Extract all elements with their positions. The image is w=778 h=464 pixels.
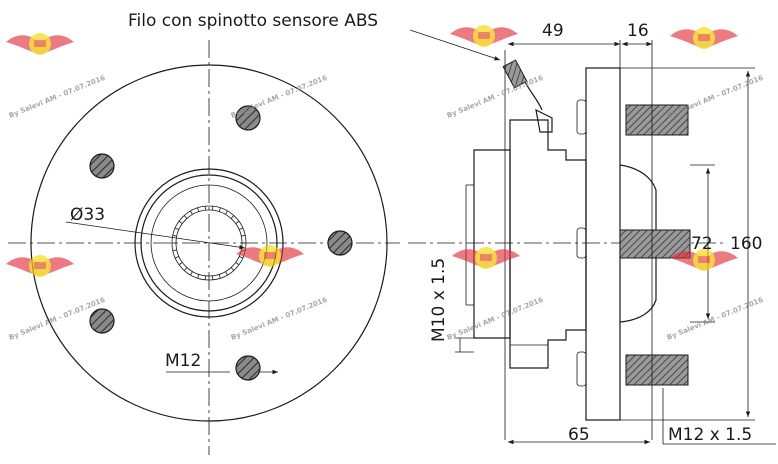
spline-tooth — [172, 234, 177, 237]
front-stud-hole-5 — [89, 308, 115, 334]
front-stud-hole-1 — [89, 153, 115, 179]
spline-tooth — [190, 210, 193, 215]
bore-diameter-label: Ø33 — [70, 205, 105, 225]
watermark-text: By Salevi AM - 07.07.2016 — [230, 74, 329, 120]
spline-tooth — [175, 227, 180, 230]
spline-tooth — [235, 220, 240, 224]
dim-m10-label: M10 x 1.5 — [429, 258, 449, 342]
side-stud-mid — [619, 229, 691, 259]
sensor-note-label: Filo con spinotto sensore ABS — [128, 11, 378, 31]
bearing-housing — [509, 119, 587, 369]
knuckle-mount — [473, 149, 511, 339]
sensor-note-leader — [409, 29, 501, 61]
spline-tooth — [230, 267, 235, 271]
bore-diameter-leader — [65, 221, 246, 250]
abs-sensor-cable — [523, 79, 543, 111]
abs-connector-plug — [502, 59, 528, 89]
front-stud-hole-4 — [235, 355, 261, 381]
spline-tooth — [197, 207, 200, 212]
spline-tooth — [183, 215, 188, 219]
front-view: Ø33 M12 — [8, 40, 400, 455]
front-stud-hole-3 — [327, 230, 353, 256]
dim-16-label: 16 — [627, 21, 649, 41]
spline-tooth — [241, 234, 246, 237]
spline-tooth — [225, 271, 228, 276]
spline-tooth — [178, 262, 183, 266]
spline-tooth — [225, 210, 228, 215]
watermark-logo — [670, 249, 738, 271]
flange-boss-bottom — [576, 351, 587, 387]
watermark-logo — [6, 255, 74, 277]
watermark-logo — [236, 245, 304, 267]
outer-flange-circle — [30, 64, 388, 422]
spline-tooth — [230, 215, 235, 219]
front-stud-thread-label: M12 — [165, 351, 201, 371]
watermark-text: By Salevi AM - 07.07.2016 — [446, 74, 545, 120]
watermark-layer: By Salevi AM - 07.07.2016 By Salevi AM -… — [6, 25, 764, 342]
side-stud-thread-label: M12 x 1.5 — [668, 425, 752, 445]
spline-tooth — [218, 207, 221, 212]
spline-tooth — [183, 267, 188, 271]
spline-tooth — [190, 271, 193, 276]
side-stud-top — [625, 104, 689, 136]
spline-tooth — [218, 274, 221, 279]
watermark-logo — [6, 33, 74, 55]
watermark-text: By Salevi AM - 07.07.2016 — [230, 296, 329, 342]
hub-inner-circle — [150, 184, 268, 302]
spline-tooth — [197, 274, 200, 279]
dim-65-label: 65 — [568, 425, 590, 445]
watermark-logo — [450, 25, 518, 47]
watermark-text: By Salevi AM - 07.07.2016 — [446, 296, 545, 342]
watermark-text: By Salevi AM - 07.07.2016 — [8, 74, 107, 120]
watermark-text: By Salevi AM - 07.07.2016 — [666, 74, 765, 120]
front-stud-hole-2 — [235, 105, 261, 131]
side-view: Filo con spinotto sensore ABS 49 16 72 1… — [128, 11, 776, 445]
dim-72-label: 72 — [691, 234, 713, 254]
spline-tooth — [238, 256, 243, 259]
spline-tooth — [172, 249, 177, 252]
dim-49-label: 49 — [542, 21, 564, 41]
hub-ring-circle — [140, 174, 278, 312]
flange-boss-top — [576, 99, 587, 135]
abs-sensor-body — [535, 108, 553, 133]
flange-body — [585, 67, 621, 421]
watermark-logo — [670, 27, 738, 49]
dim-160-label: 160 — [730, 234, 762, 254]
hub-outer-circle — [134, 168, 284, 318]
spline-tooth — [235, 262, 240, 266]
spline-tooth — [175, 256, 180, 259]
spline-tooth — [238, 227, 243, 230]
side-stud-bottom — [625, 354, 689, 386]
spline-tooth — [178, 220, 183, 224]
watermark-text: By Salevi AM - 07.07.2016 — [666, 296, 765, 342]
